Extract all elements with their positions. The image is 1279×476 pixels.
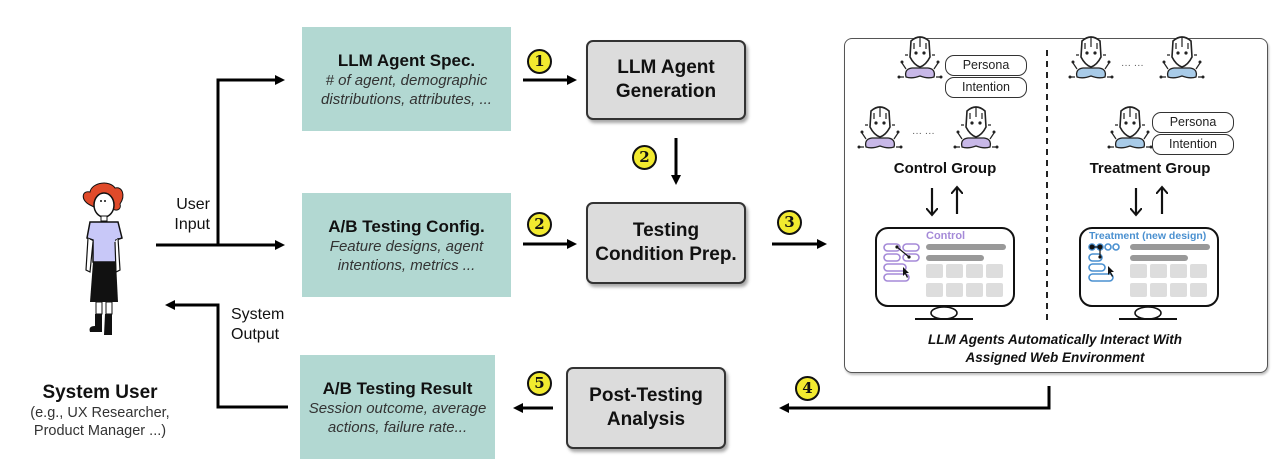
treatment-monitor-icon: [1079, 227, 1219, 320]
treatment-persona-pill: Persona: [1152, 112, 1234, 133]
ab-config-title: A/B Testing Config.: [328, 216, 485, 236]
system-user-label: System User (e.g., UX Researcher, Produc…: [0, 382, 200, 440]
system-output-label-1: System: [231, 306, 285, 323]
environment-caption-2: Assigned Web Environment: [965, 350, 1145, 365]
system-user-subtitle-1: (e.g., UX Researcher,: [30, 405, 170, 421]
agent-spec-desc-2: distributions, attributes, ...: [321, 90, 492, 108]
system-output-arrow: [165, 300, 288, 409]
web-environment-panel: [844, 38, 1268, 373]
system-output-label-2: Output: [231, 326, 280, 343]
robot-icon-treatment-1: [1067, 36, 1115, 80]
control-persona-pill: Persona: [945, 55, 1027, 76]
robot-icon-control-1: [896, 36, 944, 80]
system-user-subtitle-2: Product Manager ...): [33, 423, 167, 439]
agent-spec-title: LLM Agent Spec.: [337, 50, 476, 70]
agent-spec-box: LLM Agent Spec. # of agent, demographic …: [302, 27, 511, 131]
step-1-badge: 1: [527, 49, 552, 74]
ab-result-title: A/B Testing Result: [322, 378, 473, 398]
step-2-badge-vertical: 2: [632, 145, 657, 170]
agent-generation-line1: LLM Agent: [617, 57, 715, 78]
user-input-label: User Input: [166, 195, 210, 235]
ab-result-desc-1: Session outcome, average: [308, 399, 487, 417]
robot-icon-control-3: [952, 106, 1000, 150]
control-ellipsis: ··· ···: [912, 128, 935, 139]
step-3-badge: 3: [777, 210, 802, 235]
step4-arrow: [779, 386, 1051, 413]
testing-prep-line1: Testing: [632, 220, 700, 241]
testing-prep-line2: Condition Prep.: [595, 244, 737, 265]
ab-result-desc-2: actions, failure rate...: [327, 418, 468, 436]
system-output-label: System Output: [231, 305, 284, 345]
user-input-label-1: User: [176, 196, 210, 213]
ab-config-desc-2: intentions, metrics ...: [337, 256, 476, 274]
agent-generation-line2: Generation: [615, 81, 717, 102]
user-figure-icon: [82, 182, 124, 335]
ab-result-box: A/B Testing Result Session outcome, aver…: [300, 355, 495, 459]
control-screen-label: Control: [926, 230, 966, 242]
environment-caption: LLM Agents Automatically Interact With A…: [844, 331, 1266, 367]
step-5-badge: 5: [527, 371, 552, 396]
system-user-title: System User: [42, 382, 158, 403]
treatment-screen-label: Treatment (new design): [1089, 230, 1207, 242]
treatment-intention-pill: Intention: [1152, 134, 1234, 155]
robot-icon-treatment-3: [1106, 106, 1154, 150]
ab-config-box: A/B Testing Config. Feature designs, age…: [302, 193, 511, 297]
treatment-group-label: Treatment Group: [1089, 160, 1211, 177]
environment-caption-1: LLM Agents Automatically Interact With: [928, 332, 1182, 347]
user-input-label-2: Input: [174, 216, 210, 233]
agent-generation-box: LLM Agent Generation: [586, 40, 746, 120]
ab-config-desc-1: Feature designs, agent: [329, 237, 484, 255]
robot-icon-treatment-2: [1158, 36, 1206, 80]
agent-spec-desc-1: # of agent, demographic: [325, 71, 488, 89]
analysis-line2: Analysis: [606, 409, 686, 430]
user-input-arrow-to-spec: [216, 75, 285, 245]
analysis-line1: Post-Testing: [589, 385, 703, 406]
step-4-badge: 4: [795, 376, 820, 401]
control-intention-pill: Intention: [945, 77, 1027, 98]
testing-prep-box: Testing Condition Prep.: [586, 202, 746, 284]
step-2-badge-horizontal: 2: [527, 212, 552, 237]
treatment-ellipsis: ··· ···: [1121, 60, 1144, 71]
control-group-label: Control Group: [893, 160, 997, 177]
robot-icon-control-2: [856, 106, 904, 150]
control-monitor-icon: [875, 227, 1015, 320]
post-testing-analysis-box: Post-Testing Analysis: [566, 367, 726, 449]
